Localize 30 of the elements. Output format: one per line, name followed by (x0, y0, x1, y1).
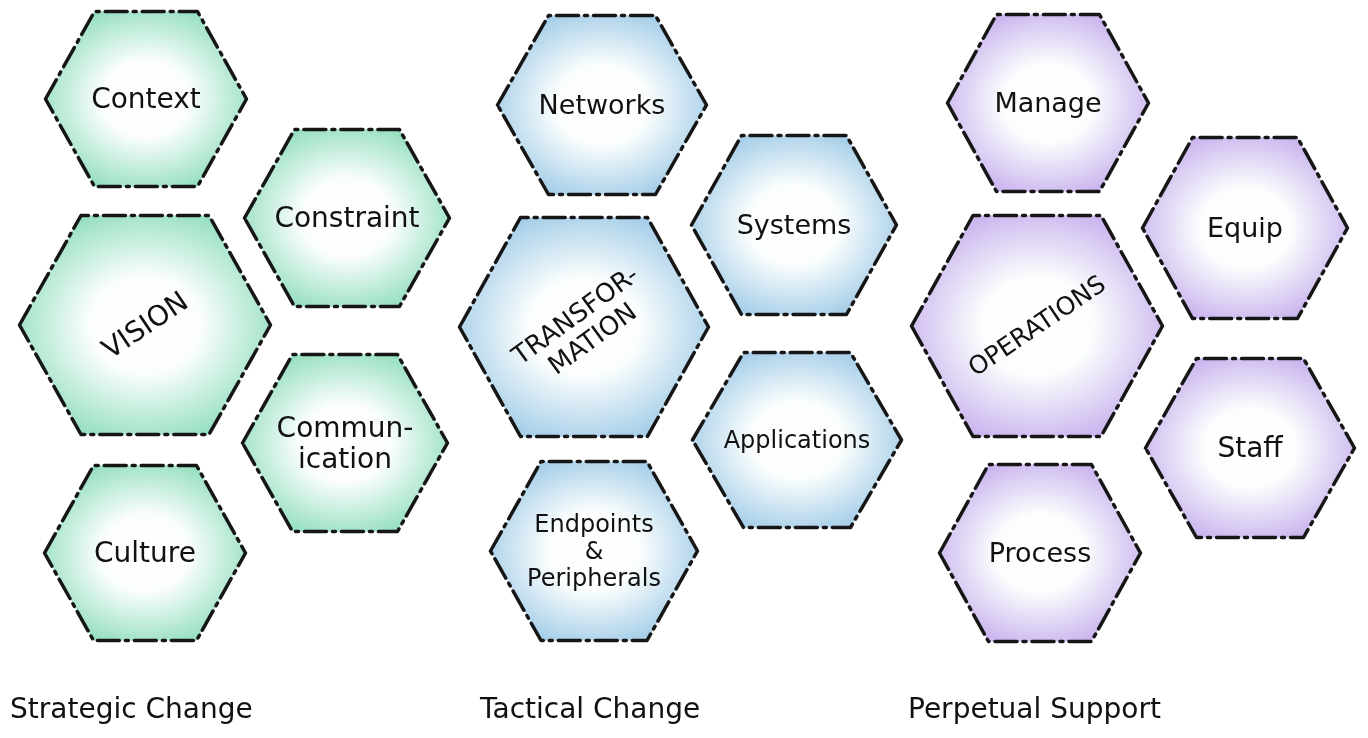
group-caption: Tactical Change (480, 691, 701, 725)
hexagon (690, 350, 904, 530)
topic-label: Endpoints & Peripherals (527, 510, 661, 592)
hexagon (242, 127, 452, 309)
topic-label: Commun- ication (276, 411, 414, 475)
hexagon (240, 352, 450, 534)
hexagon (495, 13, 709, 197)
hexagon (17, 213, 273, 437)
hexagon (937, 462, 1143, 644)
topic-label: Context (91, 83, 201, 115)
topic-label: Equip (1207, 212, 1283, 244)
topic-label: Constraint (274, 202, 420, 234)
hexagon (43, 9, 249, 189)
hexagon (689, 133, 899, 317)
topic-label: Process (988, 537, 1092, 569)
topic-label: Networks (538, 89, 666, 121)
topic-label: Manage (994, 87, 1102, 119)
hexagon (1140, 135, 1350, 321)
hexagon (488, 459, 700, 643)
hexagon (909, 213, 1165, 439)
topic-label: Staff (1217, 432, 1283, 464)
topic-label: Systems (736, 209, 852, 241)
topic-label: Culture (94, 537, 196, 569)
hexagon (1143, 356, 1357, 540)
hexagon (457, 215, 711, 439)
hexagon (945, 12, 1151, 194)
topic-label: Applications (723, 426, 871, 454)
group-caption: Perpetual Support (908, 691, 1161, 725)
group-caption: Strategic Change (10, 691, 253, 725)
hexagon (42, 463, 248, 643)
